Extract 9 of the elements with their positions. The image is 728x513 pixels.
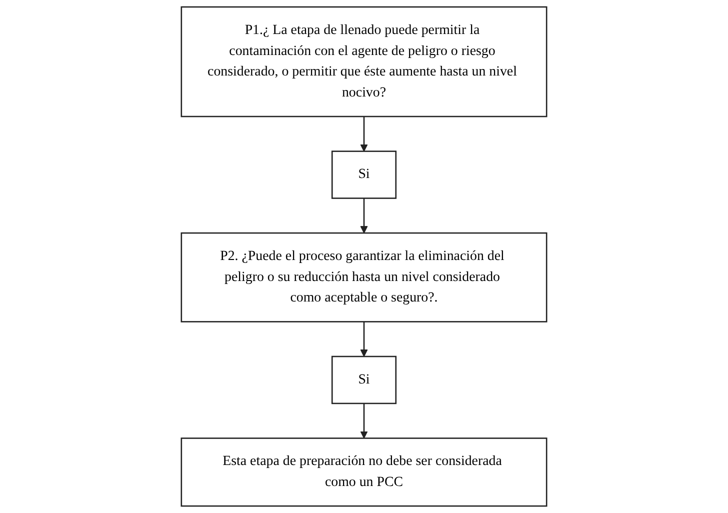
node-box: P1.¿ La etapa de llenado puede permitir la contaminación con el agente de peligro o riesgo considerado, o permitir que éste aumente hasta un nivel nocivo? <box>180 6 548 118</box>
arrow <box>360 116 368 152</box>
arrow <box>360 403 368 439</box>
arrow <box>360 322 368 357</box>
node-box: Si <box>331 356 397 404</box>
node-box: Si <box>331 150 397 199</box>
node-box: P2. ¿Puede el proceso garantizar la eliminación del peligro o su reducción hasta un nivel considerado como aceptable o seguro?. <box>180 232 548 322</box>
arrow <box>360 198 368 234</box>
node-box: Esta etapa de preparación no debe ser considerada como un PCC <box>180 438 548 507</box>
